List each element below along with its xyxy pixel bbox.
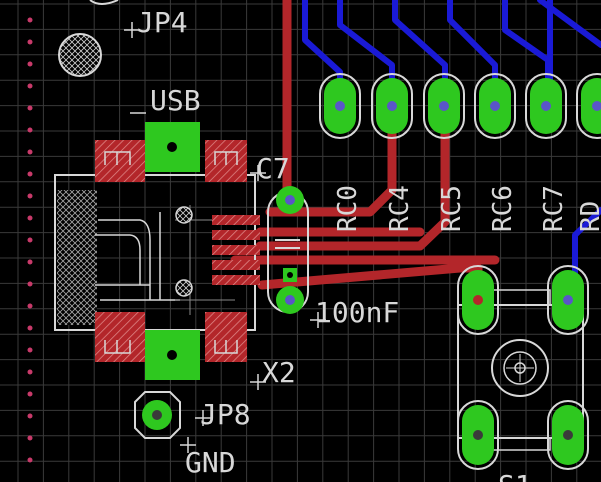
pin-label-rc5: RC5 [437,185,467,232]
header-connector[interactable]: RC0 RC4 RC5 RC6 RC7 RD [319,73,601,232]
usb-hatched-area [57,190,97,325]
jp8-gnd-testpoint[interactable]: JP8 GND [134,391,251,479]
jp4-outline [89,0,119,5]
s1-actuator-cross [506,354,534,382]
c7-origin-cross [250,165,266,181]
capacitor-c7[interactable]: C7 100nF [250,152,399,329]
pin-label-rd: RD [576,201,601,232]
s1-pad-outlines [457,265,589,470]
usb-shield-pad-tl [95,140,145,182]
usb-signal-pads [212,215,260,285]
usb-top-mount-hole [167,142,177,152]
jp8-origin-cross [195,410,211,426]
pushbutton-s1[interactable]: S1 [457,265,589,482]
jp8-label: JP8 [200,398,251,431]
s1-pad-hole-2 [563,295,573,305]
usb-bottom-mount-hole [167,350,177,360]
jp4-component[interactable]: JP4 [58,0,188,77]
header-pad-outlines [319,73,601,139]
jp8-pad-hole [152,410,162,420]
jp4-origin-cross [124,22,140,38]
gnd-label: GND [185,446,236,479]
s1-label: S1 [498,469,532,482]
pin-label-rc6: RC6 [488,185,518,232]
pin-label-rc0: RC0 [333,185,363,232]
usb-connector-x2[interactable]: USB X2 [54,84,296,390]
s1-actuator-outer [491,339,549,397]
c7-pad-2-hole [285,295,295,305]
c7-pad-1-hole [285,195,295,205]
bottom-copper-traces [302,0,601,303]
c7-via-hole [287,272,293,278]
usb-label: USB [150,84,201,117]
usb-alignment-hole-top [175,206,193,224]
header-pad-holes [335,101,601,111]
s1-pad-hole-1 [473,295,483,305]
usb-shell-lines [98,212,180,301]
c7-label: C7 [256,152,290,185]
c7-value-label: 100nF [315,296,399,329]
usb-shield-pad-br [205,312,247,362]
board-edge-dotted [27,17,33,463]
c7-plates [275,239,300,249]
x2-label: X2 [262,356,296,389]
s1-pad-hole-3 [473,430,483,440]
s1-body-outline [457,304,584,439]
usb-alignment-hole-bottom [175,279,193,297]
pin-label-rc4: RC4 [385,185,415,232]
gnd-origin-cross [180,437,196,453]
x2-origin-cross [250,374,266,390]
s1-pad-hole-4 [563,430,573,440]
jp8-outline [134,391,181,439]
jp4-label: JP4 [137,6,188,39]
c7-value-origin-cross [310,312,326,328]
usb-shield-pad-marks [104,151,238,354]
usb-shield-pad-bl [95,312,145,362]
jp4-mounting-hole [58,33,102,77]
pin-label-rc7: RC7 [539,185,569,232]
s1-actuator-inner [503,351,537,385]
usb-inner-lines [95,234,150,286]
